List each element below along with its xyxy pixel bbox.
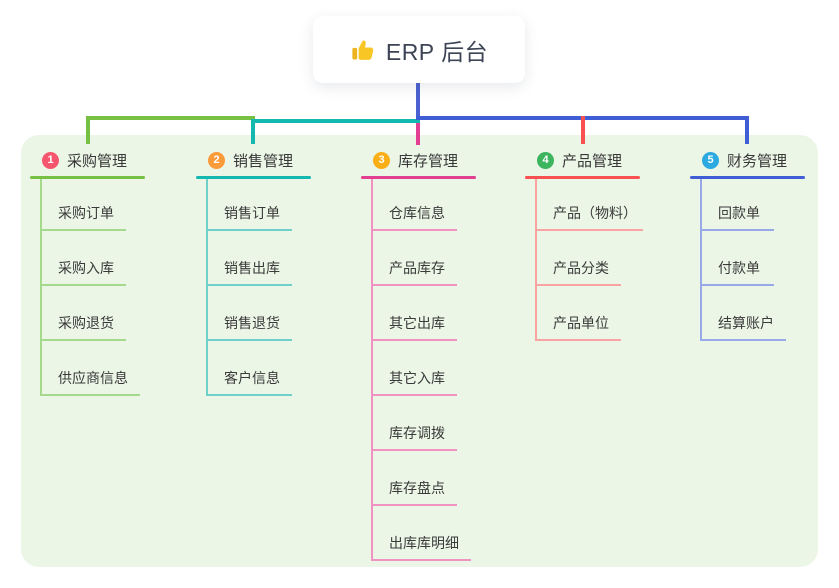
node-underline [371, 559, 471, 561]
node-purchase-order[interactable]: 采购订单 [58, 205, 114, 221]
branch-number-badge: 2 [208, 151, 225, 169]
node-underline [40, 339, 126, 341]
node-product-category[interactable]: 产品分类 [553, 260, 609, 276]
node-purchase-inbound[interactable]: 采购入库 [58, 260, 114, 276]
node-underline [371, 339, 457, 341]
branch-child-rail [40, 179, 42, 396]
node-product-material[interactable]: 产品（物料） [553, 205, 637, 221]
branch-title-underline [196, 176, 311, 179]
connector-drop-product [581, 116, 585, 144]
node-payment-bill[interactable]: 付款单 [718, 260, 760, 276]
node-receipt-bill[interactable]: 回款单 [718, 205, 760, 221]
node-outbound-detail[interactable]: 出库库明细 [389, 535, 459, 551]
branches-background-panel [21, 135, 818, 567]
node-underline [371, 284, 457, 286]
branch-title-underline [361, 176, 476, 179]
node-underline [371, 229, 457, 231]
branch-number-badge: 5 [702, 151, 719, 169]
branch-product-node[interactable]: 4 产品管理 [525, 150, 622, 170]
node-settlement-account[interactable]: 结算账户 [718, 315, 774, 331]
node-underline [206, 284, 292, 286]
node-other-inbound[interactable]: 其它入库 [389, 370, 445, 386]
branch-number-badge: 1 [42, 151, 59, 169]
connector-root-stem [416, 83, 420, 121]
connector-drop-purchase [86, 116, 90, 144]
node-underline [371, 394, 457, 396]
node-underline [206, 229, 292, 231]
thumbs-up-icon [352, 40, 374, 60]
branch-inventory-node[interactable]: 3 库存管理 [361, 150, 458, 170]
node-product-stock[interactable]: 产品库存 [389, 260, 445, 276]
node-underline [371, 504, 457, 506]
branch-title: 财务管理 [727, 152, 788, 170]
node-sales-return[interactable]: 销售退货 [224, 315, 280, 331]
branch-title-underline [690, 176, 805, 179]
node-supplier-info[interactable]: 供应商信息 [58, 370, 128, 386]
node-underline [535, 284, 621, 286]
node-underline [371, 449, 457, 451]
node-underline [40, 229, 126, 231]
node-sales-outbound[interactable]: 销售出库 [224, 260, 280, 276]
node-sales-order[interactable]: 销售订单 [224, 205, 280, 221]
node-underline [40, 394, 140, 396]
connector-drop-finance [745, 116, 749, 144]
branch-child-rail [206, 179, 208, 396]
node-product-unit[interactable]: 产品单位 [553, 315, 609, 331]
branch-title-underline [30, 176, 145, 179]
branch-title: 销售管理 [233, 152, 294, 170]
node-underline [206, 339, 292, 341]
node-underline [700, 284, 774, 286]
node-customer-info[interactable]: 客户信息 [224, 370, 280, 386]
branch-title: 产品管理 [562, 152, 623, 170]
node-other-outbound[interactable]: 其它出库 [389, 315, 445, 331]
node-stock-count[interactable]: 库存盘点 [389, 480, 445, 496]
node-underline [700, 229, 774, 231]
branch-child-rail [700, 179, 702, 341]
node-underline [206, 394, 292, 396]
branch-finance-node[interactable]: 5 财务管理 [690, 150, 787, 170]
connector-drop-sales [251, 119, 255, 144]
branch-title: 库存管理 [398, 152, 459, 170]
node-purchase-return[interactable]: 采购退货 [58, 315, 114, 331]
connector-drop-inventory [416, 119, 420, 145]
root-node-label: ERP 后台 [385, 38, 489, 65]
branch-sales-node[interactable]: 2 销售管理 [196, 150, 293, 170]
node-stock-transfer[interactable]: 库存调拨 [389, 425, 445, 441]
connector-horizontal-green [86, 116, 255, 120]
branch-number-badge: 3 [373, 151, 390, 169]
node-underline [40, 284, 126, 286]
branch-number-badge: 4 [537, 151, 554, 169]
branch-title: 采购管理 [67, 152, 128, 170]
node-underline [535, 229, 643, 231]
branch-child-rail [371, 179, 373, 561]
branch-child-rail [535, 179, 537, 341]
node-warehouse-info[interactable]: 仓库信息 [389, 205, 445, 221]
branch-purchase-node[interactable]: 1 采购管理 [30, 150, 127, 170]
connector-horizontal-teal [251, 119, 420, 123]
node-underline [535, 339, 621, 341]
node-underline [700, 339, 786, 341]
root-node[interactable]: ERP 后台 [313, 16, 525, 83]
branch-title-underline [525, 176, 640, 179]
